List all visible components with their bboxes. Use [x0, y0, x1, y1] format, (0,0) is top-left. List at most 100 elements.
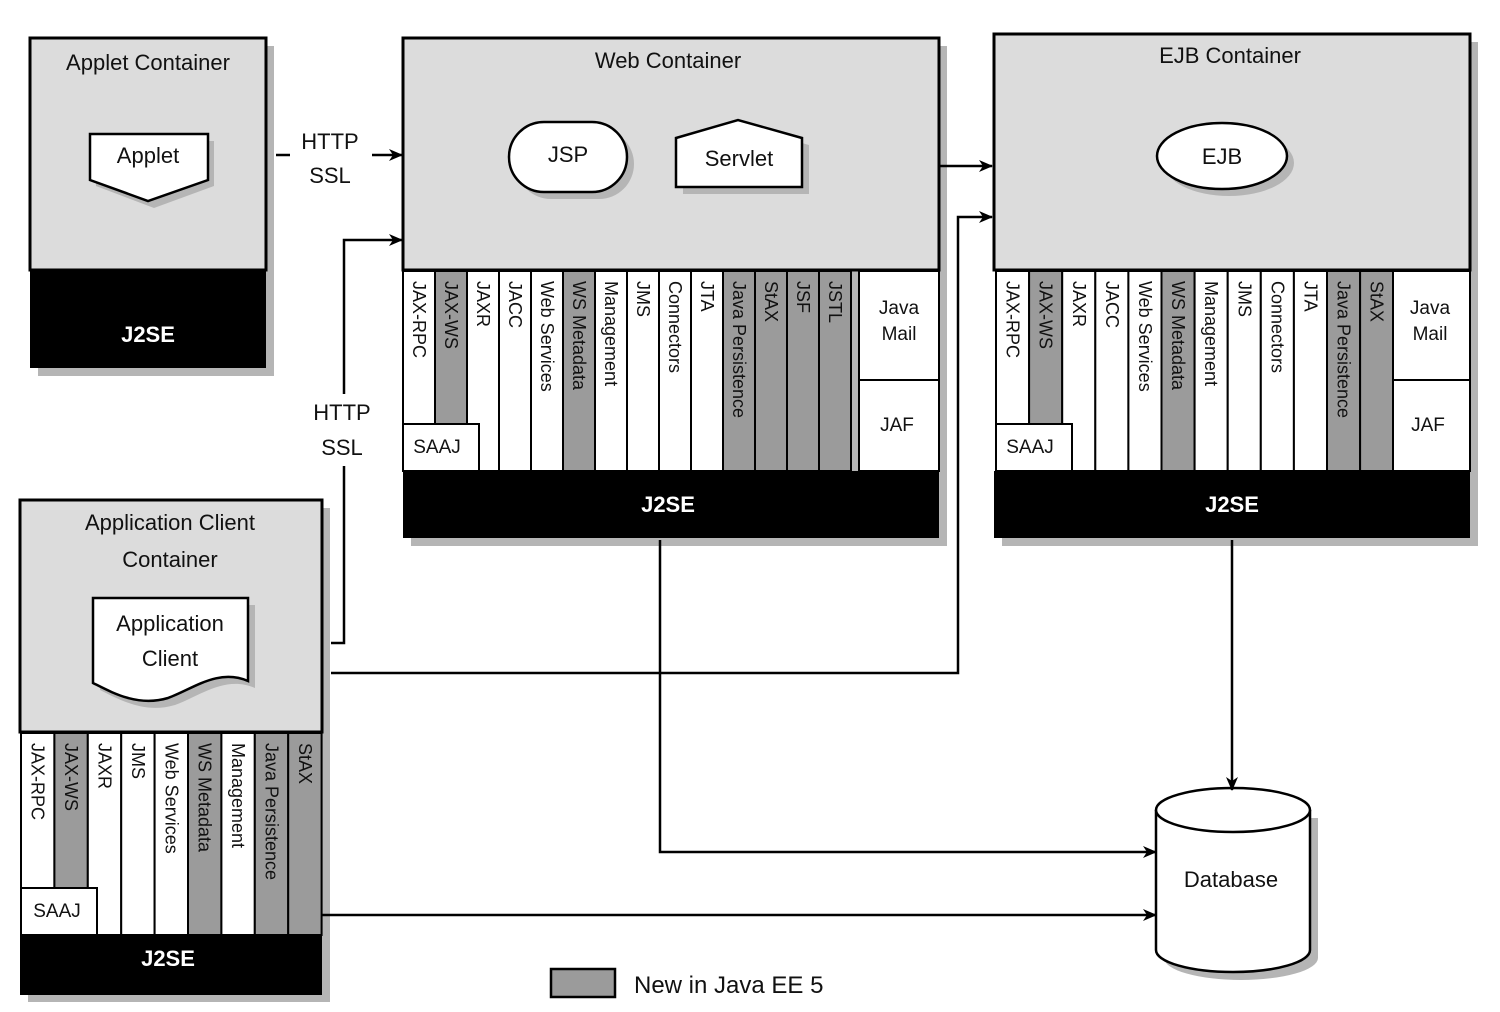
- web-api-cell: [402, 270, 436, 425]
- ejb-api-label: Management: [1201, 281, 1221, 386]
- ejb-api-label: JAX-WS: [1036, 281, 1056, 349]
- web-api-label: JSF: [793, 281, 813, 313]
- app-client-title-line2: Container: [122, 547, 217, 572]
- ejb-container-title: EJB Container: [1159, 43, 1301, 68]
- client-to-ejb-arrow: [331, 211, 993, 675]
- ejb-javamail: Java Mail: [1392, 270, 1471, 381]
- web-to-database-arrow: [658, 540, 1157, 858]
- client-api-label: JAXR: [95, 743, 115, 789]
- ejb-api-strip: JAX-RPC JAX-WS JAXR JACC Web Services WS Meta…: [995, 270, 1395, 472]
- web-api-label: JSTL: [825, 281, 845, 323]
- applet-ssl-label: SSL: [309, 163, 351, 188]
- jsp-component: JSP: [507, 120, 634, 199]
- legend-label: New in Java EE 5: [634, 972, 823, 999]
- client-api-label: JMS: [128, 743, 148, 779]
- web-api-cell: [434, 270, 468, 425]
- jsp-label: JSP: [548, 142, 588, 167]
- ejb-api-cell: [1193, 270, 1229, 472]
- client-api-label: WS Metadata: [195, 743, 215, 853]
- client-api-label: Java Persistence: [262, 743, 282, 880]
- ejb-api-label: JAX-RPC: [1003, 281, 1023, 358]
- app-client-container: Application Client Container Application…: [18, 498, 330, 1002]
- client-api-label: JAX-RPC: [28, 743, 48, 820]
- client-http-label: HTTP: [313, 400, 370, 425]
- ejb-api-label: Web Services: [1135, 281, 1155, 392]
- app-client-title-line1: Application Client: [85, 510, 255, 535]
- ejb-label: EJB: [1202, 144, 1242, 169]
- client-api-cell: [153, 732, 190, 936]
- ejb-javamail-line1: Java: [1410, 298, 1451, 319]
- web-saaj-label: SAAJ: [413, 437, 461, 458]
- legend: New in Java EE 5: [549, 967, 823, 999]
- database-label: Database: [1184, 867, 1278, 892]
- client-api-cell: [53, 732, 89, 889]
- web-saaj: SAAJ: [402, 423, 480, 472]
- web-javamail-line2: Mail: [882, 324, 917, 345]
- client-api-label: JAX-WS: [61, 743, 81, 811]
- ejb-api-label: JACC: [1102, 281, 1122, 328]
- web-api-label: JAX-WS: [441, 281, 461, 349]
- client-api-cell: [253, 732, 290, 936]
- client-protocol-label-bg: [306, 394, 384, 466]
- ejb-api-label: JTA: [1300, 281, 1320, 312]
- applet-container: Applet Container Applet J2SE: [28, 36, 274, 376]
- applet-container-title: Applet Container: [66, 50, 230, 75]
- client-api-cell: [20, 732, 56, 889]
- web-api-label: JACC: [505, 281, 525, 328]
- ejb-container: EJB Container EJB JAX-RPC JAX-WS JAXR JACC W…: [992, 32, 1478, 546]
- web-api-label: WS Metadata: [569, 281, 589, 391]
- client-ssl-label: SSL: [321, 435, 363, 460]
- connection-lines: [276, 149, 1238, 921]
- ejb-api-cell: [1292, 270, 1329, 472]
- ejb-saaj-label: SAAJ: [1006, 437, 1054, 458]
- web-jaf: JAF: [858, 379, 940, 472]
- ejb-api-cell: [1359, 270, 1395, 472]
- web-javamail-line1: Java: [879, 298, 920, 319]
- web-api-label: Java Persistence: [729, 281, 749, 418]
- application-client-component: Application Client: [91, 596, 255, 708]
- applet-platform-label: J2SE: [121, 322, 175, 347]
- applet-label: Applet: [117, 143, 179, 168]
- web-api-cell: [658, 270, 692, 472]
- ejb-api-cell: [1259, 270, 1295, 472]
- ejb-api-label: StAX: [1367, 281, 1387, 322]
- ejb-jaf-label: JAF: [1411, 415, 1445, 436]
- web-api-label: JAXR: [473, 281, 493, 327]
- ejb-api-label: JAXR: [1069, 281, 1089, 327]
- client-saaj: SAAJ: [20, 887, 98, 936]
- client-api-cell: [220, 732, 256, 936]
- client-api-label: Management: [228, 743, 248, 848]
- applet-component: Applet: [88, 132, 214, 208]
- application-client-line2: Client: [142, 646, 198, 671]
- web-platform-label: J2SE: [641, 492, 695, 517]
- web-api-cell: [818, 270, 852, 472]
- web-container-title: Web Container: [595, 48, 741, 73]
- servlet-component: Servlet: [674, 118, 809, 194]
- web-javamail: Java Mail: [858, 270, 940, 381]
- web-api-cell: [594, 270, 628, 472]
- ejb-component: EJB: [1155, 121, 1294, 196]
- web-api-label: Web Services: [537, 281, 557, 392]
- servlet-label: Servlet: [705, 146, 773, 171]
- client-api-label: StAX: [295, 743, 315, 784]
- client-api-strip: JAX-RPC JAX-WS JAXR JMS Web Services WS Metad…: [20, 732, 323, 936]
- ejb-api-label: Connectors: [1267, 281, 1287, 373]
- applet-http-label: HTTP: [301, 129, 358, 154]
- ejb-saaj: SAAJ: [995, 423, 1073, 472]
- web-api-label: Connectors: [665, 281, 685, 373]
- ejb-api-label: JMS: [1234, 281, 1254, 317]
- ejb-jaf: JAF: [1392, 379, 1471, 472]
- ejb-platform-label: J2SE: [1205, 492, 1259, 517]
- ejb-api-label: WS Metadata: [1168, 281, 1188, 391]
- client-api-label: Web Services: [161, 743, 181, 854]
- web-api-cell: [626, 270, 660, 472]
- web-api-cell: [530, 270, 564, 472]
- web-api-label: JAX-RPC: [409, 281, 429, 358]
- client-saaj-label: SAAJ: [33, 901, 81, 922]
- database: Database: [1154, 786, 1318, 980]
- web-api-label: Management: [601, 281, 621, 386]
- client-platform-label: J2SE: [141, 946, 195, 971]
- legend-swatch: [549, 967, 617, 999]
- web-api-cell: [754, 270, 788, 472]
